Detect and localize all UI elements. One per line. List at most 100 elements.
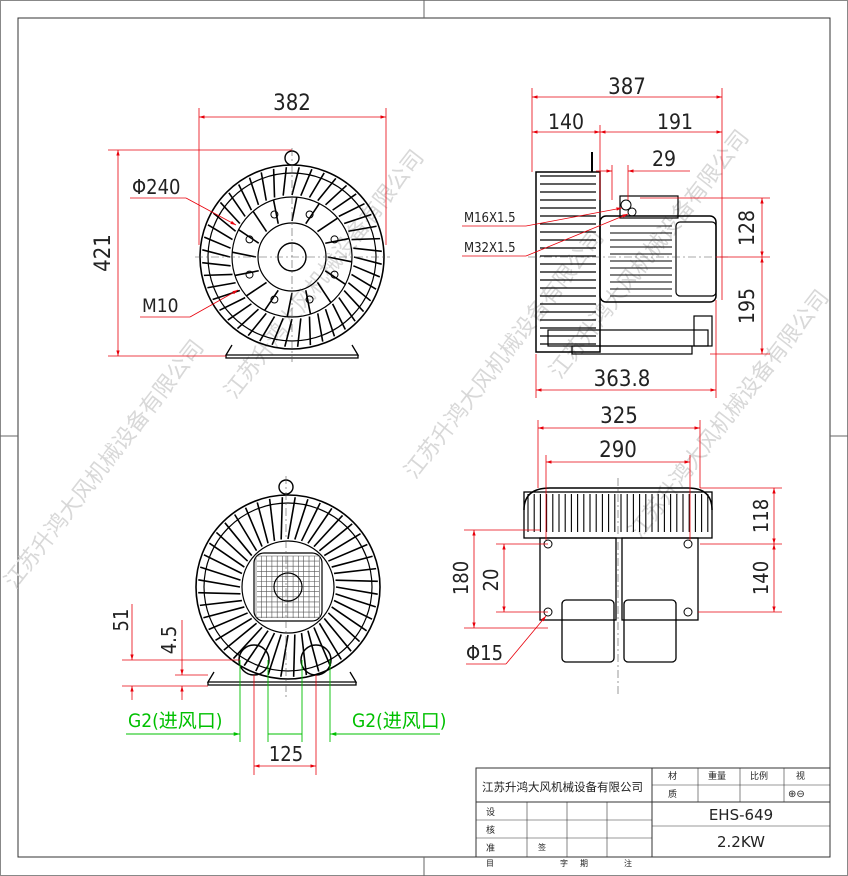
front-spoke: [234, 269, 259, 277]
front-bolt-hole: [330, 235, 339, 244]
rear-ring-2: [203, 502, 373, 672]
base-hole-br: [683, 607, 693, 617]
side-view: 387 140 191 29 M16X1.5 M32X1.5 128 195: [462, 75, 770, 398]
front-fin: [351, 273, 377, 290]
rear-fin: [199, 599, 243, 607]
front-fin: [284, 318, 293, 347]
model-number: EHS-649: [709, 806, 773, 824]
rear-fin: [323, 533, 361, 557]
front-fin: [347, 282, 372, 302]
base-motor-right: [623, 599, 677, 663]
rear-fin: [280, 634, 289, 677]
side-foot: [571, 345, 693, 355]
watermark-4: 江苏升鸿大风机械设备有限公司: [625, 286, 834, 544]
rear-outer-ring: [195, 494, 381, 680]
rear-fin: [335, 586, 378, 595]
front-fin: [348, 225, 377, 233]
front-fin: [247, 312, 267, 337]
front-fin: [291, 167, 300, 196]
rear-fin: [313, 514, 344, 548]
base-view: 325 290 118 140 180 20 Φ15: [449, 404, 782, 695]
front-spoke: [272, 199, 280, 224]
rear-fin: [328, 543, 368, 562]
rear-cover-grid: [253, 552, 323, 622]
watermarks: 江苏升鸿大风机械设备有限公司 江苏升鸿大风机械设备有限公司 江苏升鸿大风机械设备…: [0, 126, 834, 594]
rear-fin: [208, 612, 248, 631]
front-fin: [219, 296, 246, 312]
front-fin: [317, 177, 337, 202]
tb-quality: 质: [668, 788, 677, 800]
front-fin: [212, 212, 237, 232]
front-spoke: [232, 251, 257, 258]
front-fin: [338, 297, 356, 322]
front-fin: [324, 184, 348, 206]
front-spoke: [317, 217, 339, 233]
front-fin: [236, 308, 260, 330]
front-bolt-hole: [305, 295, 314, 304]
front-bolt-hole: [245, 235, 254, 244]
front-bolt-hole: [245, 270, 254, 279]
title-block: 江苏升鸿大风机械设备有限公司 材 质 重量 比例 视 ⊕⊖ 设 核 准 EHS-…: [475, 767, 831, 868]
front-bolt-hole: [270, 295, 279, 304]
rear-fin: [267, 634, 282, 676]
rear-view: 51 4.5 G2(进风口) G2(进风口) 125: [109, 476, 446, 775]
rear-fin: [300, 632, 308, 676]
rear-fin: [255, 632, 276, 672]
front-spoke: [327, 256, 352, 263]
front-fin: [202, 261, 231, 267]
dim-base-right-top: 118: [749, 499, 773, 533]
rear-fin: [244, 507, 263, 547]
front-fin: [271, 318, 284, 346]
rear-cover-hub: [273, 572, 303, 602]
rear-fin: [318, 523, 353, 552]
front-fin: [227, 303, 252, 321]
front-fin: [203, 273, 233, 277]
tb-footer-1: 目: [486, 859, 494, 868]
front-spoke: [252, 210, 268, 232]
front-fin: [272, 168, 276, 198]
side-housing-fins: [540, 175, 596, 345]
front-fin: [343, 289, 365, 313]
tb-view: 视: [796, 770, 805, 782]
rear-feet: [206, 671, 358, 686]
base-motor-left: [561, 599, 615, 663]
dim-front-height: 421: [91, 234, 116, 272]
rear-fin: [292, 634, 296, 677]
rear-fin: [307, 630, 320, 672]
tb-footer-3: 字: [560, 858, 568, 868]
front-spoke: [286, 292, 293, 317]
dim-side-right: 191: [657, 110, 693, 134]
front-spoke: [291, 197, 298, 222]
rear-fin: [307, 507, 333, 544]
side-terminal-box: [619, 195, 679, 219]
dim-base-left-outer: 180: [449, 561, 473, 595]
front-bolt-hole: [270, 210, 279, 219]
rear-fin: [318, 622, 342, 660]
dim-base-outer: 325: [600, 404, 638, 429]
front-fin: [324, 308, 336, 337]
rear-fin: [223, 622, 258, 651]
tb-scale: 比例: [750, 770, 768, 782]
front-fin: [296, 318, 302, 347]
rear-fin: [331, 555, 373, 568]
base-body-left: [539, 537, 617, 621]
rear-fin: [335, 579, 378, 583]
tb-design: 设: [486, 807, 495, 818]
base-body-right: [621, 537, 699, 621]
front-fin: [259, 316, 276, 342]
front-fin: [202, 249, 231, 258]
rear-fin: [287, 497, 296, 540]
tb-material: 材: [668, 770, 677, 782]
dim-side-thread1: M16X1.5: [464, 211, 516, 226]
dim-base-hole: Φ15: [466, 641, 503, 665]
rear-fin: [243, 630, 269, 667]
front-view: 382 421 Φ240 M10: [91, 91, 390, 362]
rear-fin: [335, 593, 377, 608]
dim-base-left-inner: 20: [479, 569, 503, 592]
dim-base-right-bottom: 140: [749, 561, 773, 595]
front-fin: [332, 193, 357, 211]
side-gland-2: [627, 207, 637, 217]
front-bolts: [245, 210, 339, 304]
rear-fin: [203, 606, 245, 619]
tb-footer-2: 签: [538, 842, 546, 852]
